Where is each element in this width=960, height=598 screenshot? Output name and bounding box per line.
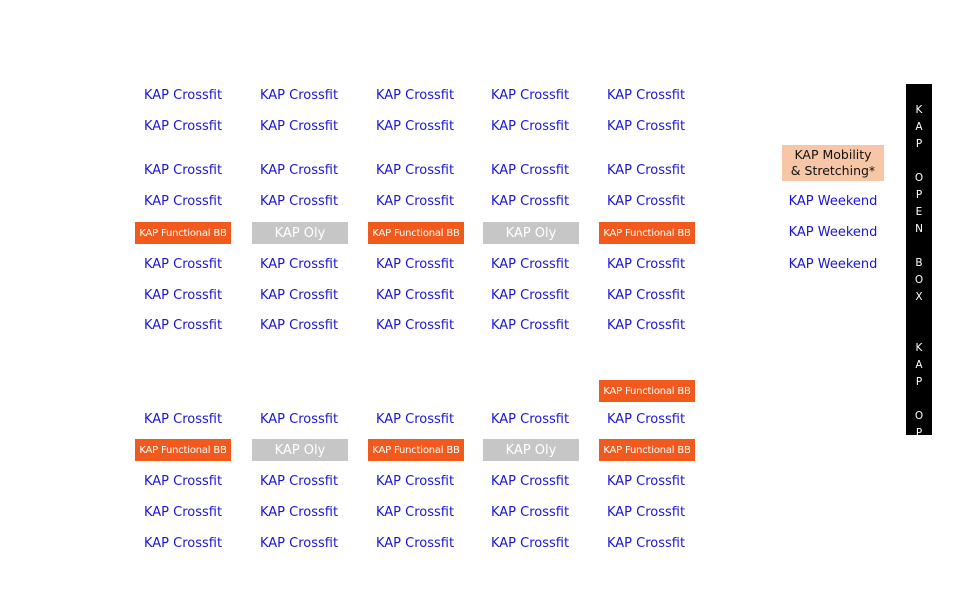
functional-bb-class-link[interactable]: KAP Functional BB: [368, 222, 464, 244]
crossfit-class-link[interactable]: KAP Crossfit: [143, 256, 223, 272]
crossfit-class-link[interactable]: KAP Crossfit: [606, 473, 686, 489]
crossfit-class-link[interactable]: KAP Crossfit: [375, 504, 455, 520]
crossfit-class-link[interactable]: KAP Crossfit: [375, 317, 455, 333]
crossfit-class-link[interactable]: KAP Crossfit: [259, 317, 339, 333]
crossfit-class-link[interactable]: KAP Crossfit: [606, 504, 686, 520]
weekend-class-link[interactable]: KAP Weekend: [788, 224, 878, 240]
oly-class-link[interactable]: KAP Oly: [252, 439, 348, 461]
crossfit-class-link[interactable]: KAP Crossfit: [143, 411, 223, 427]
weekend-class-link[interactable]: KAP Weekend: [788, 193, 878, 209]
crossfit-class-link[interactable]: KAP Crossfit: [375, 118, 455, 134]
crossfit-class-link[interactable]: KAP Crossfit: [375, 162, 455, 178]
crossfit-class-link[interactable]: KAP Crossfit: [259, 287, 339, 303]
crossfit-class-link[interactable]: KAP Crossfit: [259, 504, 339, 520]
crossfit-class-link[interactable]: KAP Crossfit: [375, 193, 455, 209]
crossfit-class-link[interactable]: KAP Crossfit: [259, 162, 339, 178]
crossfit-class-link[interactable]: KAP Crossfit: [490, 535, 570, 551]
oly-class-link[interactable]: KAP Oly: [252, 222, 348, 244]
crossfit-class-link[interactable]: KAP Crossfit: [259, 535, 339, 551]
crossfit-class-link[interactable]: KAP Crossfit: [606, 256, 686, 272]
crossfit-class-link[interactable]: KAP Crossfit: [375, 535, 455, 551]
crossfit-class-link[interactable]: KAP Crossfit: [259, 193, 339, 209]
crossfit-class-link[interactable]: KAP Crossfit: [375, 473, 455, 489]
crossfit-class-link[interactable]: KAP Crossfit: [490, 504, 570, 520]
crossfit-class-link[interactable]: KAP Crossfit: [490, 473, 570, 489]
crossfit-class-link[interactable]: KAP Crossfit: [143, 535, 223, 551]
crossfit-class-link[interactable]: KAP Crossfit: [375, 87, 455, 103]
crossfit-class-link[interactable]: KAP Crossfit: [143, 287, 223, 303]
crossfit-class-link[interactable]: KAP Crossfit: [606, 287, 686, 303]
crossfit-class-link[interactable]: KAP Crossfit: [259, 118, 339, 134]
crossfit-class-link[interactable]: KAP Crossfit: [490, 193, 570, 209]
crossfit-class-link[interactable]: KAP Crossfit: [143, 473, 223, 489]
functional-bb-class-link[interactable]: KAP Functional BB: [599, 380, 695, 402]
crossfit-class-link[interactable]: KAP Crossfit: [606, 87, 686, 103]
crossfit-class-link[interactable]: KAP Crossfit: [259, 87, 339, 103]
crossfit-class-link[interactable]: KAP Crossfit: [490, 87, 570, 103]
oly-class-link[interactable]: KAP Oly: [483, 439, 579, 461]
crossfit-class-link[interactable]: KAP Crossfit: [606, 535, 686, 551]
crossfit-class-link[interactable]: KAP Crossfit: [606, 162, 686, 178]
crossfit-class-link[interactable]: KAP Crossfit: [143, 193, 223, 209]
crossfit-class-link[interactable]: KAP Crossfit: [259, 256, 339, 272]
oly-class-link[interactable]: KAP Oly: [483, 222, 579, 244]
functional-bb-class-link[interactable]: KAP Functional BB: [368, 439, 464, 461]
crossfit-class-link[interactable]: KAP Crossfit: [143, 87, 223, 103]
crossfit-class-link[interactable]: KAP Crossfit: [490, 287, 570, 303]
crossfit-class-link[interactable]: KAP Crossfit: [606, 411, 686, 427]
functional-bb-class-link[interactable]: KAP Functional BB: [135, 222, 231, 244]
crossfit-class-link[interactable]: KAP Crossfit: [606, 317, 686, 333]
crossfit-class-link[interactable]: KAP Crossfit: [375, 411, 455, 427]
crossfit-class-link[interactable]: KAP Crossfit: [606, 193, 686, 209]
crossfit-class-link[interactable]: KAP Crossfit: [143, 162, 223, 178]
crossfit-class-link[interactable]: KAP Crossfit: [490, 411, 570, 427]
crossfit-class-link[interactable]: KAP Crossfit: [490, 256, 570, 272]
open-box-banner: K A P O P E N B O X K A P O P E N B O X: [906, 84, 932, 435]
crossfit-class-link[interactable]: KAP Crossfit: [143, 118, 223, 134]
crossfit-class-link[interactable]: KAP Crossfit: [375, 287, 455, 303]
crossfit-class-link[interactable]: KAP Crossfit: [143, 317, 223, 333]
crossfit-class-link[interactable]: KAP Crossfit: [490, 118, 570, 134]
crossfit-class-link[interactable]: KAP Crossfit: [259, 411, 339, 427]
crossfit-class-link[interactable]: KAP Crossfit: [259, 473, 339, 489]
functional-bb-class-link[interactable]: KAP Functional BB: [599, 222, 695, 244]
crossfit-class-link[interactable]: KAP Crossfit: [375, 256, 455, 272]
open-box-banner-text: K A P O P E N B O X K A P O P E N B O X: [914, 104, 924, 435]
weekend-class-link[interactable]: KAP Weekend: [788, 256, 878, 272]
crossfit-class-link[interactable]: KAP Crossfit: [490, 317, 570, 333]
functional-bb-class-link[interactable]: KAP Functional BB: [599, 439, 695, 461]
crossfit-class-link[interactable]: KAP Crossfit: [143, 504, 223, 520]
crossfit-class-link[interactable]: KAP Crossfit: [606, 118, 686, 134]
functional-bb-class-link[interactable]: KAP Functional BB: [135, 439, 231, 461]
mobility-stretching-class-link[interactable]: KAP Mobility& Stretching*: [782, 145, 884, 181]
crossfit-class-link[interactable]: KAP Crossfit: [490, 162, 570, 178]
